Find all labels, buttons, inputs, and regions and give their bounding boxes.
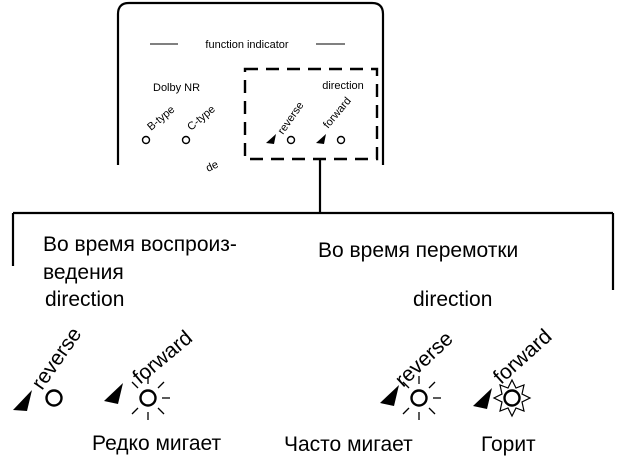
c-type-indicator-lamp bbox=[181, 135, 191, 145]
winding-reverse-label: reverse bbox=[391, 327, 458, 392]
partial-mode-label: de bbox=[204, 159, 220, 175]
dolby-nr-label: Dolby NR bbox=[153, 82, 200, 94]
b-type-label: B-type bbox=[145, 104, 177, 134]
direction-highlight-box bbox=[243, 67, 379, 161]
panel-forward-arrow-icon bbox=[316, 134, 326, 144]
playback-direction-label: direction bbox=[45, 288, 124, 311]
playback-forward-lamp bbox=[139, 389, 157, 407]
function-indicator-label: function indicator bbox=[205, 39, 288, 51]
panel-forward-label: forward bbox=[321, 95, 354, 131]
panel-direction-label: direction bbox=[322, 80, 364, 92]
playback-reverse-label: reverse bbox=[27, 323, 86, 394]
b-type-indicator-lamp bbox=[141, 135, 151, 145]
playback-reverse-arrow-icon bbox=[13, 390, 32, 411]
c-type-label: C-type bbox=[185, 103, 218, 133]
winding-forward-arrow-icon bbox=[473, 388, 492, 409]
playback-forward-arrow-icon bbox=[104, 383, 123, 404]
panel-reverse-label: reverse bbox=[276, 100, 307, 137]
winding-reverse-blink-rays bbox=[402, 376, 441, 420]
playback-forward-label: forward bbox=[128, 326, 196, 389]
playback-forward-blink-rays bbox=[131, 376, 170, 420]
panel-forward-lamp bbox=[336, 135, 346, 145]
panel-reverse-lamp bbox=[286, 135, 296, 145]
playback-title-line2: ведения bbox=[43, 261, 124, 284]
winding-reverse-arrow-icon bbox=[380, 385, 399, 406]
playback-caption: Редко мигает bbox=[92, 432, 222, 455]
winding-reverse-lamp bbox=[410, 389, 428, 407]
playback-title-line1: Во время воспроиз- bbox=[43, 233, 237, 256]
winding-forward-label: forward bbox=[489, 325, 556, 389]
winding-caption-on: Горит bbox=[481, 433, 536, 456]
winding-title: Во время перемотки bbox=[318, 239, 518, 262]
winding-direction-label: direction bbox=[413, 288, 492, 311]
playback-reverse-lamp bbox=[45, 389, 63, 407]
device-panel-outline bbox=[116, 1, 385, 165]
winding-forward-glow-star bbox=[492, 378, 532, 418]
winding-forward-lamp bbox=[503, 389, 521, 407]
winding-caption-fast: Часто мигает bbox=[284, 433, 413, 456]
panel-reverse-arrow-icon bbox=[266, 134, 276, 144]
